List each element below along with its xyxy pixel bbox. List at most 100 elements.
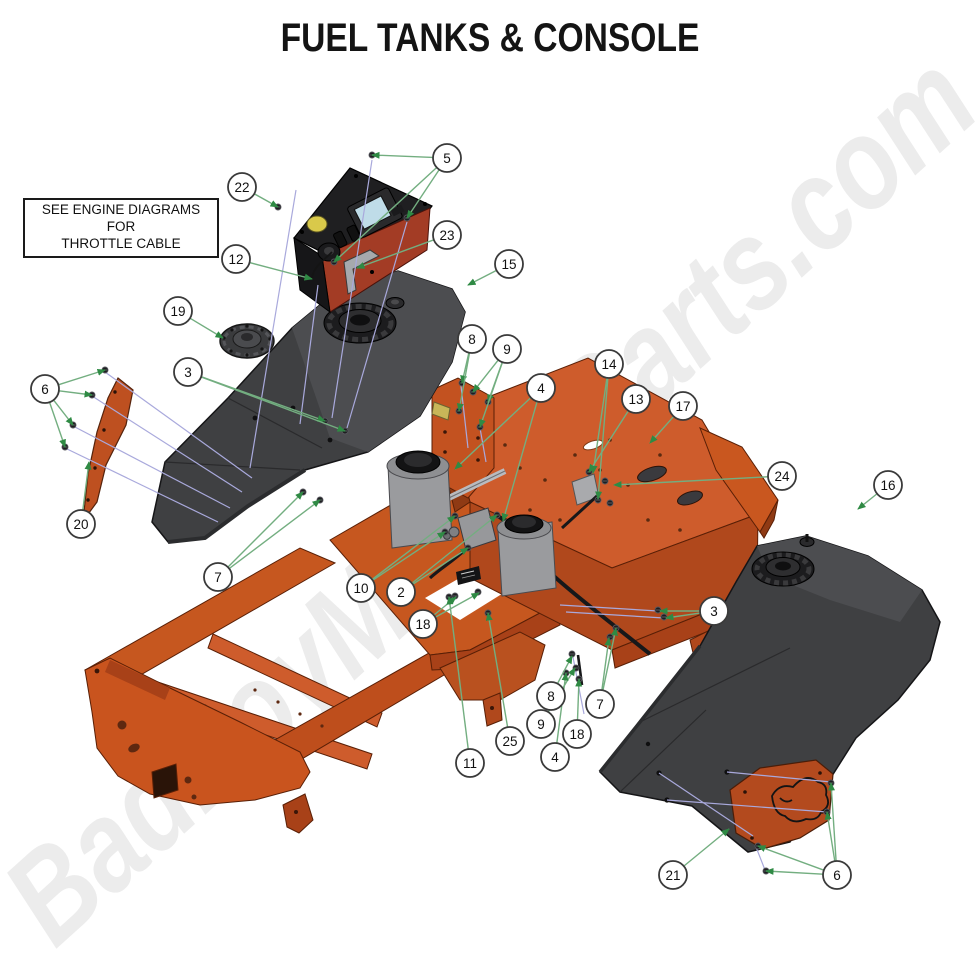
callout-arrow — [228, 499, 321, 570]
callout-number: 14 — [601, 357, 617, 372]
callout-arrow — [467, 269, 497, 286]
fuel-pump-left — [386, 450, 453, 549]
note-line-1: SEE ENGINE DIAGRAMS FOR — [41, 202, 201, 234]
callout-arrow — [371, 515, 456, 581]
callout-balloon-15: 15 — [494, 249, 524, 279]
callout-balloon-8: 8 — [457, 324, 487, 354]
callout-balloon-25: 25 — [495, 726, 525, 756]
callout-number: 25 — [502, 734, 517, 749]
callout-arrow — [446, 596, 469, 750]
callout-balloon-21: 21 — [658, 860, 688, 890]
callout-arrow — [372, 531, 446, 581]
callout-number: 8 — [547, 689, 555, 704]
warning-decal — [431, 401, 451, 421]
leader-line — [104, 371, 253, 479]
callout-balloon-5: 5 — [432, 143, 462, 173]
fuel-system-center — [386, 450, 652, 686]
ignition-button — [306, 215, 328, 233]
callout-number: 21 — [665, 868, 680, 883]
callout-arrow — [434, 592, 480, 618]
callout-arrow — [602, 627, 618, 691]
callout-arrow — [501, 401, 538, 522]
callout-arrow — [827, 782, 837, 862]
callout-arrow — [253, 193, 279, 208]
note-line-2: THROTTLE CABLE — [61, 235, 181, 251]
callout-arrow — [227, 491, 304, 568]
callout-arrow — [48, 402, 66, 448]
callout-number: 12 — [228, 252, 243, 267]
callout-number: 9 — [537, 717, 545, 732]
callout-arrow — [765, 867, 824, 875]
callout-balloon-9: 9 — [526, 709, 556, 739]
callout-number: 9 — [503, 342, 511, 357]
callout-balloon-3: 3 — [699, 596, 729, 626]
callout-balloon-7: 7 — [203, 562, 233, 592]
rocker-switch — [333, 230, 348, 248]
callout-balloon-17: 17 — [668, 391, 698, 421]
callout-arrow — [649, 415, 675, 444]
callout-number: 5 — [443, 151, 451, 166]
callout-number: 7 — [596, 697, 604, 712]
callout-balloon-23: 23 — [432, 220, 462, 250]
callout-balloon-4: 4 — [540, 742, 570, 772]
left-mount-bracket — [82, 377, 134, 524]
callout-arrow — [454, 397, 532, 470]
callout-balloon-24: 24 — [767, 461, 797, 491]
callout-arrow — [485, 612, 509, 728]
right-fuel-cap — [751, 551, 815, 587]
callout-number: 23 — [439, 228, 454, 243]
callout-balloon-2: 2 — [386, 577, 416, 607]
callout-arrow — [58, 390, 93, 398]
callout-arrow — [556, 672, 569, 744]
chassis-frame — [83, 357, 779, 834]
callout-arrow — [82, 461, 92, 511]
leader-line — [559, 604, 659, 612]
callout-balloon-18: 18 — [562, 719, 592, 749]
leader-line — [91, 395, 243, 493]
callout-number: 24 — [774, 469, 790, 484]
callout-balloon-10: 10 — [346, 573, 376, 603]
leader-line — [755, 846, 766, 871]
callout-arrow — [460, 352, 470, 384]
serial-decal — [456, 566, 481, 585]
callout-number: 17 — [675, 399, 690, 414]
callout-number: 6 — [41, 382, 49, 397]
callout-number: 3 — [184, 365, 192, 380]
throttle-cable-note: SEE ENGINE DIAGRAMS FOR THROTTLE CABLE — [23, 198, 219, 258]
callout-number: 19 — [170, 304, 185, 319]
callout-arrow — [53, 399, 74, 426]
leader-line — [658, 772, 754, 837]
callout-balloon-16: 16 — [873, 470, 903, 500]
leader-line — [299, 284, 319, 425]
right-tank-vent — [799, 534, 815, 547]
callout-balloon-20: 20 — [66, 509, 96, 539]
left-tank-vent — [385, 297, 405, 309]
leader-line — [72, 425, 231, 509]
callout-arrow — [824, 811, 836, 862]
callout-balloon-6: 6 — [30, 374, 60, 404]
tank-bolt — [560, 494, 599, 530]
callout-number: 4 — [551, 750, 559, 765]
left-fuel-cap — [323, 302, 397, 344]
console-knob — [317, 242, 341, 262]
callout-arrow — [371, 151, 434, 159]
callout-number: 8 — [468, 332, 476, 347]
left-fuel-tank — [151, 270, 466, 544]
callout-number: 18 — [569, 727, 584, 742]
callout-arrow — [406, 169, 440, 219]
callout-number: 15 — [501, 257, 516, 272]
badboy-logo — [771, 777, 830, 823]
callout-number: 6 — [833, 868, 841, 883]
callout-number: 2 — [397, 585, 405, 600]
callout-number: 22 — [234, 180, 249, 195]
callout-balloon-9: 9 — [492, 334, 522, 364]
callout-number: 16 — [880, 478, 895, 493]
callout-arrow — [456, 352, 471, 412]
callout-arrow — [683, 828, 730, 867]
callout-arrow — [757, 845, 825, 871]
callout-balloon-13: 13 — [621, 384, 651, 414]
callout-balloon-14: 14 — [594, 349, 624, 379]
callout-arrow — [356, 239, 435, 269]
leader-line — [479, 427, 487, 463]
